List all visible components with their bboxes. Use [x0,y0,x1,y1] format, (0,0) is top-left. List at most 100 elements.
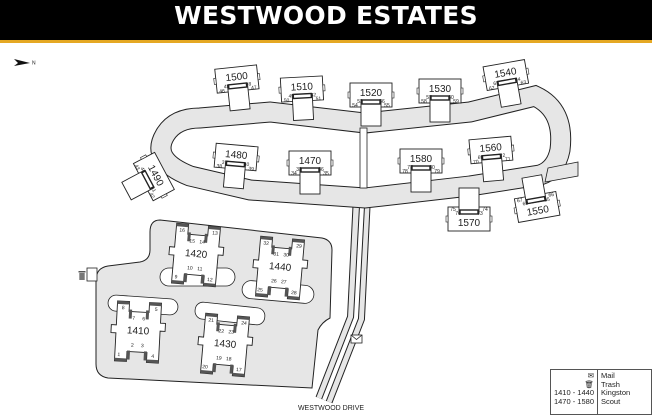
unit-number: 54 [352,103,358,109]
unit-number: 15 [189,238,195,244]
unit-number: 71 [505,156,511,162]
unit-number: 16 [179,227,185,233]
unit-number: 40 [243,162,249,168]
unit-number: 35 [323,171,329,177]
trash-icon: 🗑 [584,379,594,389]
unit-number: 7 [132,316,135,322]
unit-number: 19 [216,355,222,361]
entry-road [315,195,371,404]
unit-number: 79 [434,169,440,175]
building-label: 1510 [290,81,313,93]
unit-number: 36 [318,167,324,173]
unit-number: 74 [482,207,488,213]
trash-icon [78,271,86,280]
unit-number: 22 [218,328,224,334]
unit-number: 63 [520,80,527,87]
legend-right-column: Mail Trash Kingston Scout [598,370,651,414]
unit-number: 3 [141,343,144,349]
unit-number: 1 [117,352,120,358]
unit-number: 37 [221,160,227,166]
trash-enclosure [86,267,98,282]
unit-number: 13 [212,230,218,236]
unit-number: 59 [453,99,459,105]
unit-number: 48 [245,82,251,89]
building-label: 1470 [299,156,322,167]
building-label: 1530 [429,84,452,95]
unit-number: 62 [489,85,496,92]
unit-number: 10 [187,265,193,271]
unit-number: 49 [288,93,294,99]
unit-number: 2 [131,343,134,349]
unit-number: 57 [426,95,432,101]
unit-number: 34 [291,171,297,177]
legend-item: Mail [601,371,615,380]
unit-number: 61 [493,80,500,87]
building-label: 1430 [213,338,237,351]
building-label: 1500 [225,71,249,84]
unit-number: 12 [207,277,213,283]
unit-number: 8 [122,305,125,311]
unit-number: 73 [477,211,483,217]
unit-number: 5 [155,307,158,313]
unit-number: 26 [271,278,277,284]
unit-number: 4 [151,354,154,360]
unit-number: 44 [139,166,147,174]
building-label: 1540 [494,66,518,81]
unit-number: 17 [236,367,242,373]
road-label: WESTWOOD DRIVE [298,405,364,412]
unit-number: 31 [273,251,279,257]
unit-number: 38 [216,163,222,169]
building-1410[interactable]: 1410 8 5 7 6 2 3 1 4 [109,300,166,364]
mail-icon [350,334,363,344]
unit-number: 51 [316,96,322,102]
building-label: 1440 [268,261,292,274]
unit-number: 72 [499,153,505,159]
unit-number: 39 [248,166,254,172]
building-label: 1410 [127,325,150,337]
legend-item: Scout [601,396,621,406]
unit-number: 11 [197,266,203,272]
building-label: 1520 [360,88,383,99]
unit-number: 67 [517,197,524,204]
unit-number: 69 [478,155,484,161]
building-label: 1570 [458,218,481,229]
building-label: 1580 [410,154,433,165]
unit-number: 25 [257,287,263,293]
accent-divider [0,40,652,43]
building-label: 1480 [225,149,249,162]
unit-number: 60 [448,95,454,101]
unit-number: 41 [149,186,157,194]
legend-range: 1470 - 1580 [553,396,594,406]
unit-number: 33 [296,167,302,173]
page-title: WESTWOOD ESTATES [0,0,652,40]
legend-item: Kingston [601,388,631,397]
unit-number: 55 [384,103,390,109]
building-label: 1560 [479,142,503,155]
unit-number: 6 [142,316,145,322]
unit-number: 76 [455,211,461,217]
unit-number: 65 [544,197,551,204]
legend-left-column: ✉ 🗑 1410 - 1440 1470 - 1580 [551,370,598,414]
unit-number: 21 [208,317,214,323]
unit-number: 47 [251,85,257,92]
compass-label: N [32,61,36,67]
unit-number: 50 [284,98,290,104]
mail-icon: ✉ [587,371,594,380]
unit-number: 77 [407,165,413,171]
